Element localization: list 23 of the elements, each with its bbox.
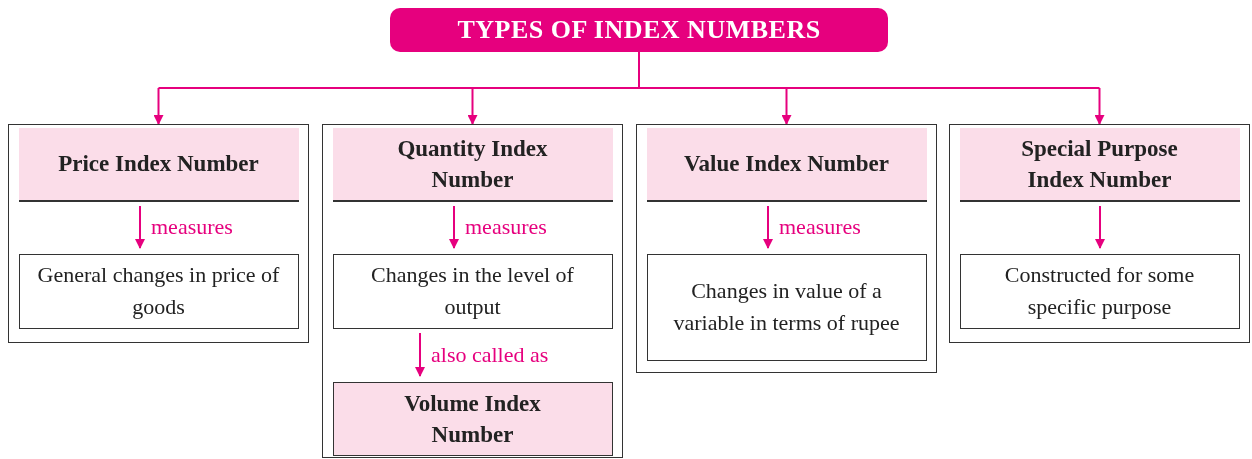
column-panel (8, 124, 309, 343)
arrow (153, 87, 164, 125)
arrow (781, 87, 792, 125)
description-box: Constructed for some specific purpose (959, 253, 1240, 329)
arrow (1094, 87, 1105, 125)
heading-box: Quantity Index Number (332, 127, 613, 202)
arrow (1095, 205, 1105, 249)
heading-box: Price Index Number (18, 127, 299, 202)
column-panel (949, 124, 1250, 343)
description-box: Changes in the level of output (332, 253, 613, 329)
heading-box: Special Purpose Index Number (959, 127, 1240, 202)
description-box: Changes in value of a variable in terms of rupee (646, 253, 927, 361)
column-panel (322, 124, 623, 458)
description-box: General changes in price of goods (18, 253, 299, 329)
arrow (763, 205, 773, 249)
heading-box: Value Index Number (646, 127, 927, 202)
title-banner: TYPES OF INDEX NUMBERS (390, 8, 888, 52)
arrow (467, 87, 478, 125)
heading-box: Volume Index Number (332, 381, 613, 456)
arrow (449, 205, 459, 249)
arrow (135, 205, 145, 249)
arrow (415, 332, 425, 377)
column-panel (636, 124, 937, 373)
